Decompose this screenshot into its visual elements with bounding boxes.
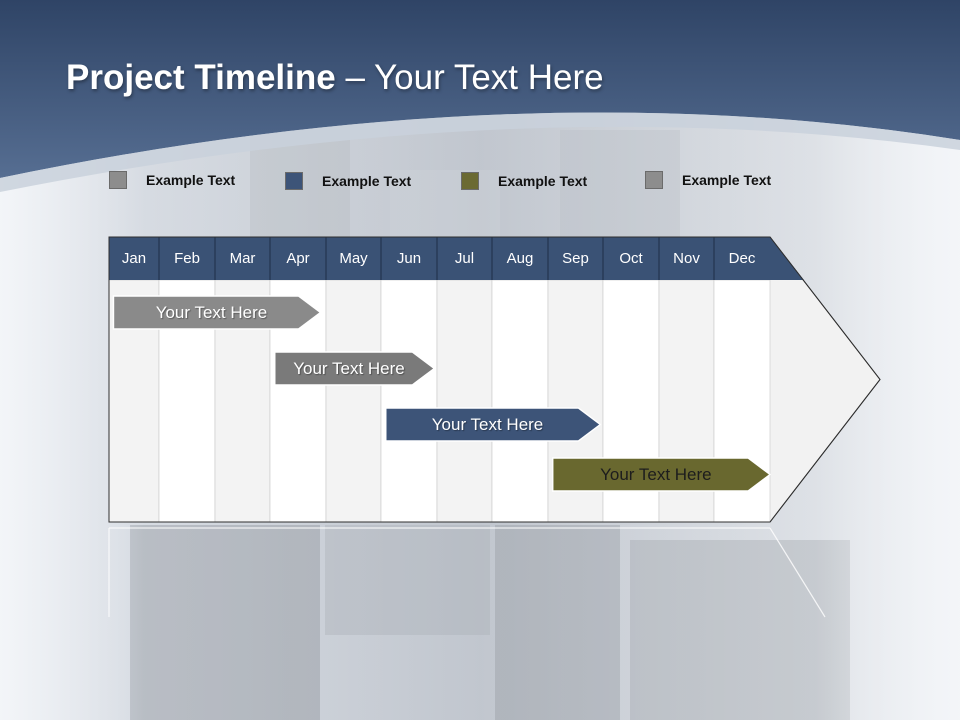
task-bar: [274, 351, 436, 386]
page-title-rest: – Your Text Here: [335, 58, 604, 97]
task-label: Your Text Here: [600, 465, 712, 484]
timeline-arrow-outline: [108, 236, 881, 523]
month-column: [325, 279, 382, 523]
month-column: [436, 279, 493, 523]
month-column: [491, 279, 549, 523]
timeline-reflection: [108, 527, 826, 618]
task-bar: [552, 457, 772, 492]
task-label: Your Text Here: [155, 303, 268, 322]
month-header-strip: [109, 237, 804, 280]
legend-label: Example Text: [682, 172, 772, 188]
month-label: Oct: [619, 250, 643, 267]
month-label: Feb: [174, 250, 200, 267]
month-label: Mar: [229, 250, 256, 267]
legend-label: Example Text: [322, 173, 412, 189]
legend-label: Example Text: [146, 172, 236, 188]
month-column: [380, 279, 438, 523]
month-label: Apr: [286, 250, 310, 267]
task-label: Your Text Here: [293, 359, 405, 378]
legend-label: Example Text: [498, 173, 588, 189]
timeline-bars: [112, 295, 772, 492]
page-title-bold: Project Timeline: [66, 58, 336, 97]
month-label: Nov: [673, 250, 700, 267]
month-label: Aug: [506, 250, 534, 267]
month-label: May: [339, 250, 368, 267]
legend-swatch: [109, 171, 127, 189]
legend-swatch: [645, 171, 663, 189]
month-label: Jan: [121, 250, 147, 267]
task-label: Your Text Here: [431, 415, 544, 434]
month-label: Jul: [454, 250, 475, 267]
task-bar: [385, 407, 602, 442]
legend-swatch: [285, 172, 303, 190]
month-label: Dec: [728, 250, 756, 267]
task-bar: [112, 295, 322, 330]
month-label: Sep: [562, 250, 589, 267]
month-label: Jun: [396, 250, 422, 267]
page-title: Project Timeline – Your Text Here: [66, 58, 604, 98]
legend-swatch: [461, 172, 479, 190]
